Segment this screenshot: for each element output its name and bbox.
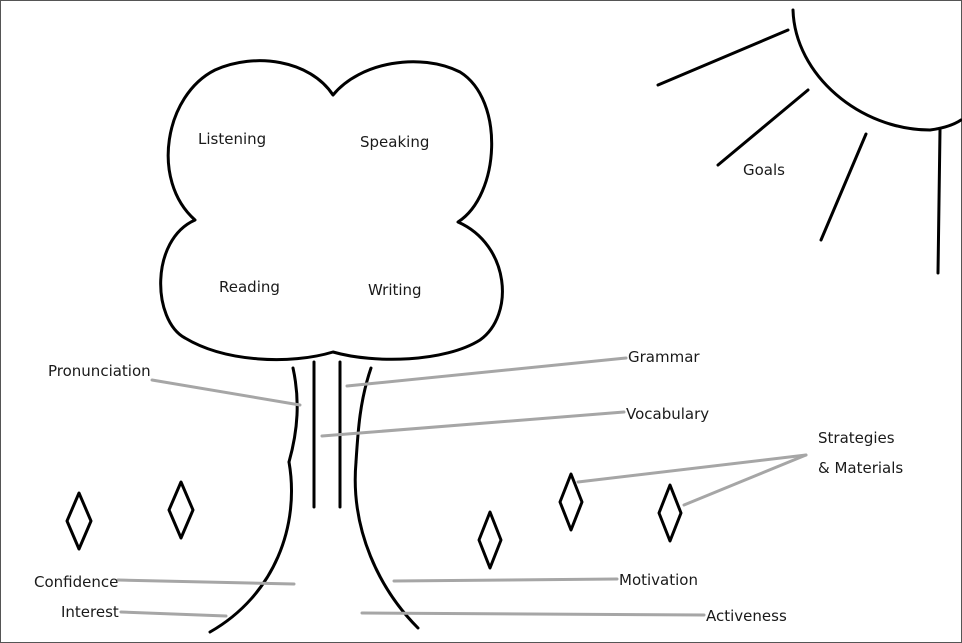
leader-line-confidence	[116, 578, 296, 586]
leader-lines	[116, 356, 808, 618]
leader-line-strategies	[682, 453, 808, 507]
label-strategies: Strategies	[818, 429, 895, 447]
diamond-shape	[477, 510, 503, 570]
diamond-shape	[657, 483, 683, 543]
label-goals: Goals	[743, 161, 785, 179]
label-reading: Reading	[219, 278, 280, 296]
sun-ray	[716, 88, 810, 167]
sun-arc	[791, 8, 962, 132]
diamond-shape	[558, 472, 584, 532]
leader-line-interest	[119, 610, 228, 618]
sun-ray	[656, 28, 790, 87]
sun	[656, 8, 962, 275]
label-confidence: Confidence	[34, 573, 118, 591]
leader-line-strategies	[576, 453, 808, 484]
trunk-line	[287, 366, 299, 464]
label-vocabulary: Vocabulary	[626, 405, 709, 423]
label-speaking: Speaking	[360, 133, 429, 151]
leader-line-vocabulary	[320, 410, 626, 438]
leader-line-activeness	[360, 611, 706, 617]
label-grammar: Grammar	[628, 348, 700, 366]
leader-line-grammar	[345, 356, 628, 388]
leader-line-motivation	[392, 577, 619, 583]
diamond-shape	[167, 480, 195, 540]
sun-ray	[819, 132, 868, 242]
label-interest: Interest	[61, 603, 119, 621]
label-activeness: Activeness	[706, 607, 787, 625]
sun-ray	[936, 128, 942, 275]
tree-canopy	[159, 59, 504, 362]
label-pronunciation: Pronunciation	[48, 362, 151, 380]
label-motivation: Motivation	[619, 571, 698, 589]
diamond-shape	[65, 491, 93, 551]
label-listening: Listening	[198, 130, 266, 148]
trunk-line	[354, 366, 373, 464]
label-materials: & Materials	[818, 459, 903, 477]
trunk-line	[208, 460, 293, 634]
label-writing: Writing	[368, 281, 422, 299]
diamond-shapes	[65, 472, 683, 570]
leader-line-pronunciation	[150, 378, 302, 407]
